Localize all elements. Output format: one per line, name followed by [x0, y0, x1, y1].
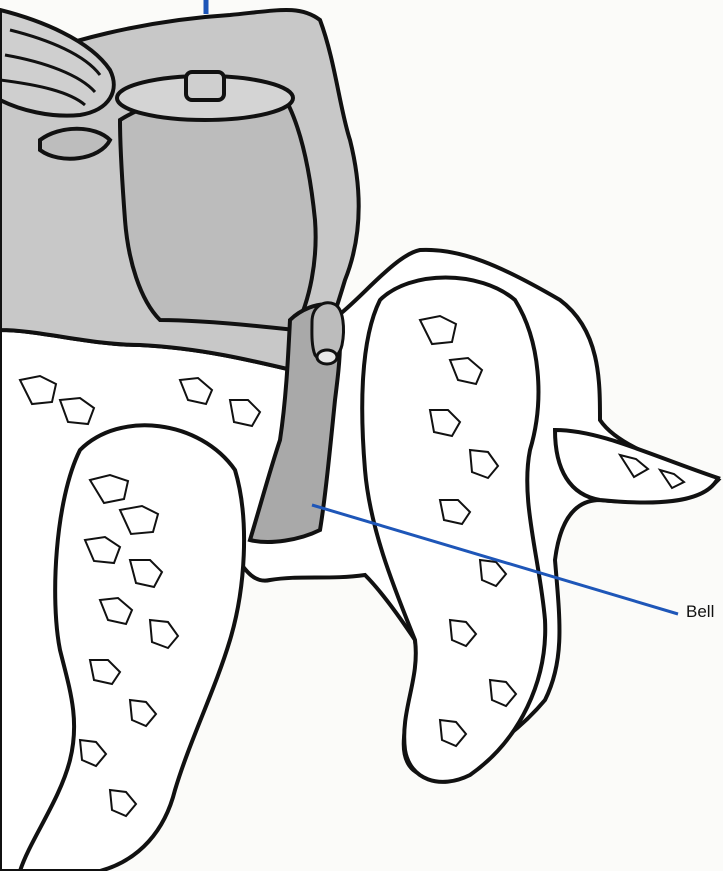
- bell-callout-label: Bell: [686, 602, 714, 622]
- container-knob: [186, 72, 224, 100]
- tail: [555, 430, 718, 503]
- saddle-panel: [120, 89, 316, 330]
- canopy: [0, 10, 114, 116]
- bell-clapper: [317, 350, 337, 364]
